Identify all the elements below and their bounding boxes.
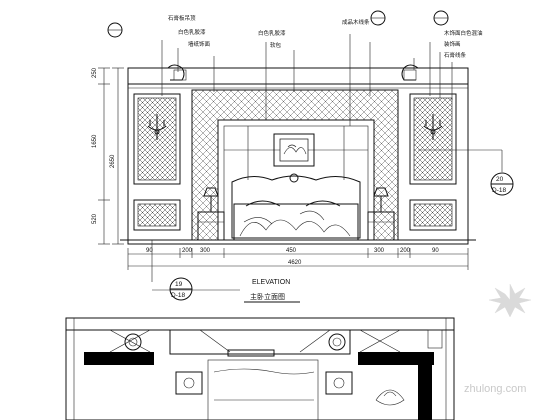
section-mark-right-bottom: D-18 — [492, 187, 506, 194]
watermark-logo — [488, 283, 532, 318]
callout-6: 成品木线条 — [342, 18, 370, 26]
dim-bottom-3: 300 — [200, 248, 211, 254]
bedroom-plan — [65, 317, 455, 420]
dim-bottom-5: 300 — [374, 248, 385, 254]
right-upper-panel — [409, 93, 457, 185]
plan-lamp-left-icon — [124, 333, 142, 351]
watermark-text: zhulong.com — [464, 383, 526, 395]
dim-total: 4620 — [288, 260, 302, 266]
callout-1: 石膏板吊顶 — [168, 14, 196, 22]
right-wall-sconce-icon — [423, 114, 443, 140]
dim-520: 520 — [92, 213, 98, 224]
plan-bed — [169, 329, 351, 355]
plan-wall-right — [358, 352, 434, 365]
left-table-lamp-icon — [203, 187, 219, 213]
dim-1650: 1650 — [92, 134, 98, 148]
plan-pillow-icon — [227, 349, 275, 357]
section-mark-left-top: 19 — [175, 281, 183, 288]
plan-side-table-left — [175, 371, 203, 395]
dim-250: 250 — [92, 67, 98, 78]
wall-outline — [127, 67, 469, 245]
dim-2650: 2650 — [110, 154, 116, 168]
left-upper-panel-fill — [137, 97, 177, 181]
section-mark-right-top: 20 — [496, 176, 504, 183]
right-lower-panel-inner — [413, 203, 453, 227]
bottom-dimension-chain — [127, 248, 469, 270]
plan-plant-icon — [375, 389, 405, 406]
painting-motif-icon — [283, 144, 307, 155]
callout-texts: 石膏板吊顶 白色乳胶漆 墙纸饰面 白色乳胶漆 软包 成品木线条 木饰面白色混油 … — [168, 14, 483, 59]
bed-pillows — [245, 200, 341, 207]
section-mark-left — [151, 240, 240, 301]
plan-lamp-left-inner-icon — [128, 337, 138, 347]
plan-ceiling-lines — [109, 329, 401, 353]
plan-bed-cover — [213, 368, 315, 401]
dim-bottom-2: 200 — [182, 248, 193, 254]
plan-wall-left — [84, 352, 154, 365]
elevation-label: ELEVATION — [252, 279, 290, 286]
elevation-subtitle: 主卧立面图 — [250, 292, 285, 301]
dim-bottom-6: 200 — [400, 248, 411, 254]
plan-wall-right-end — [418, 365, 432, 420]
plan-side-table-right — [325, 371, 353, 395]
section-mark-right — [418, 149, 514, 196]
bed-headboard — [231, 175, 361, 239]
callout-7: 木饰面白色混油 — [444, 29, 483, 37]
plan-door-detail — [427, 329, 443, 349]
headboard-center-panel — [217, 119, 375, 241]
headboard-finial-icon — [289, 173, 299, 183]
left-upper-panel — [133, 93, 181, 185]
left-lower-panel-inner — [137, 203, 177, 227]
cornice-block-2 — [403, 69, 417, 81]
left-lower-panel — [133, 199, 181, 231]
callout-8: 装饰画 — [444, 40, 461, 48]
bed-cover-pattern — [239, 210, 351, 237]
bedroom-elevation — [120, 64, 476, 245]
top-detail-markers — [107, 10, 449, 38]
callout-4: 白色乳胶漆 — [258, 29, 286, 37]
cornice-left — [167, 64, 185, 81]
dim-bottom-1: 90 — [146, 248, 153, 254]
plan-bed-inner — [207, 359, 319, 420]
section-mark-left-bottom: D-18 — [171, 292, 185, 299]
left-wall-sconce-icon — [147, 114, 167, 140]
decorative-painting-inner — [279, 138, 309, 162]
callout-leaders — [161, 34, 453, 126]
plan-lamp-right-icon — [328, 333, 346, 351]
callout-3: 墙纸饰面 — [188, 40, 211, 48]
callout-9: 石膏线条 — [444, 51, 467, 59]
right-table-lamp-icon — [373, 187, 389, 213]
plan-lamp-right-inner-icon — [332, 337, 342, 347]
decorative-painting — [273, 133, 315, 167]
dim-bottom-7: 90 — [432, 248, 439, 254]
callout-5: 软包 — [270, 41, 282, 49]
cornice-right — [401, 64, 419, 81]
cornice-block — [173, 69, 187, 81]
right-lower-panel — [409, 199, 457, 231]
dim-bottom-4: 450 — [286, 248, 297, 254]
callout-2: 白色乳胶漆 — [178, 28, 206, 36]
left-vertical-dimensions — [98, 67, 124, 245]
